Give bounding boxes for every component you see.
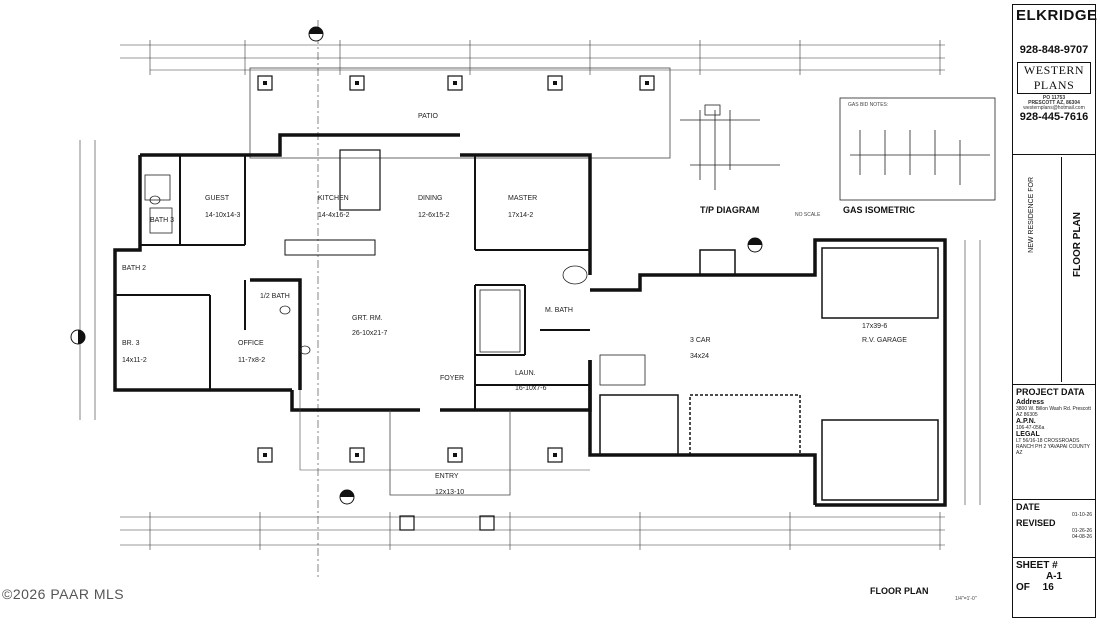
room-size: 14-10x14-3 xyxy=(205,212,241,219)
room-name: OFFICE xyxy=(238,340,264,347)
firm-panel: ELKRIDGE 928-848-9707 WESTERN PLANS PO 1… xyxy=(1013,5,1098,155)
room-name: GUEST xyxy=(205,195,230,202)
sheet-label: SHEET # xyxy=(1016,560,1058,571)
room-size: 12-6x15-2 xyxy=(418,212,450,219)
room-name: MASTER xyxy=(508,195,537,202)
date-panel: DATE 01-10-26 REVISED 01-26-26 04-08-26 xyxy=(1013,500,1095,558)
sheet-title-vertical: FLOOR PLAN xyxy=(1072,212,1083,277)
dimension-lines xyxy=(79,20,981,580)
apn-value: 106-47-056a xyxy=(1016,425,1045,431)
tp-diagram xyxy=(680,104,780,190)
room-name: DINING xyxy=(418,195,443,202)
floor-plan-drawing: T/P DIAGRAM NO SCALE GAS ISOMETRIC GAS B… xyxy=(70,20,996,602)
designer-po: PO 11753 xyxy=(1042,95,1066,101)
room-size: 11-7x8-2 xyxy=(238,357,265,364)
gas-isometric xyxy=(839,97,996,201)
date-value: 01-10-26 xyxy=(1071,512,1092,518)
title-block: ELKRIDGE 928-848-9707 WESTERN PLANS PO 1… xyxy=(1012,4,1098,618)
designer-email: westernplans@hotmail.com xyxy=(1023,105,1085,111)
legal-value: LT 56/16-18 CROSSROADS RANCH PH 2 YAVAPA… xyxy=(1016,438,1090,456)
room-size: 26-10x21-7 xyxy=(352,330,388,337)
room-size: 17x14-2 xyxy=(508,212,533,219)
room-name: BATH 2 xyxy=(122,265,146,272)
room-name: FOYER xyxy=(440,375,464,382)
exterior-walls xyxy=(113,133,592,412)
gas-notes-title: GAS BID NOTES: xyxy=(848,102,888,108)
room-name: PATIO xyxy=(418,113,439,120)
room-size: 17x39-6 xyxy=(862,323,887,330)
designer-name: WESTERN PLANS xyxy=(1017,62,1091,94)
room-name: BATH 3 xyxy=(150,217,174,224)
residence-label: NEW RESIDENCE FOR xyxy=(1028,177,1035,253)
room-size: 34x24 xyxy=(690,353,709,360)
residence-panel: NEW RESIDENCE FOR FLOOR PLAN xyxy=(1013,155,1095,385)
firm-phone: 928-848-9707 xyxy=(1019,44,1089,56)
project-data-panel: PROJECT DATA Address 3800 W. Billon Wash… xyxy=(1013,385,1095,500)
of-label: OF xyxy=(1016,582,1030,593)
sheet-number-panel: SHEET # A-1 OF 16 xyxy=(1013,558,1095,617)
apn-label: A.P.N. xyxy=(1016,418,1036,425)
address-value: 3800 W. Billon Wash Rd. Prescott AZ 8630… xyxy=(1016,406,1091,418)
designer-phone: 928-445-7616 xyxy=(1019,111,1089,123)
room-size: 16-10x7-6 xyxy=(515,385,547,392)
room-name: LAUN. xyxy=(515,370,536,377)
revised-label: REVISED xyxy=(1016,518,1056,528)
revised-date-2: 04-08-26 xyxy=(1071,534,1092,540)
address-label: Address xyxy=(1016,399,1045,406)
firm-name: ELKRIDGE xyxy=(1016,7,1098,24)
room-name: 3 CAR xyxy=(690,337,711,344)
room-size: 14-4x16-2 xyxy=(318,212,350,219)
floor-plan-scale: 1/4"=1'-0" xyxy=(955,596,977,602)
project-data-heading: PROJECT DATA xyxy=(1016,387,1085,397)
room-labels: GUEST 14-10x14-3 KITCHEN 14-4x16-2 PATIO… xyxy=(122,113,907,496)
revised-date-1: 01-26-26 xyxy=(1071,528,1092,534)
room-name: ENTRY xyxy=(435,473,459,480)
floor-plan-title: FLOOR PLAN xyxy=(870,586,929,596)
room-name: R.V. GARAGE xyxy=(862,337,907,344)
room-name: GRT. RM. xyxy=(352,315,383,322)
room-name: 1/2 BATH xyxy=(260,293,290,300)
sheet-number: A-1 xyxy=(1045,571,1063,582)
room-name: BR. 3 xyxy=(122,340,140,347)
designer-city: PRESCOTT AZ, 86304 xyxy=(1028,100,1080,106)
legal-label: LEGAL xyxy=(1016,431,1040,438)
garage-walls xyxy=(588,238,947,507)
room-name: M. BATH xyxy=(545,307,573,314)
room-size: 12x13-10 xyxy=(435,489,464,496)
tp-no-scale: NO SCALE xyxy=(795,212,821,218)
date-label: DATE xyxy=(1016,502,1040,512)
room-name: KITCHEN xyxy=(318,195,349,202)
tp-diagram-title: T/P DIAGRAM xyxy=(700,205,759,215)
mls-watermark: ©2026 PAAR MLS xyxy=(2,586,125,602)
gas-isometric-title: GAS ISOMETRIC xyxy=(843,205,916,215)
sheet-total: 16 xyxy=(1042,582,1054,593)
room-size: 14x11-2 xyxy=(122,357,147,364)
